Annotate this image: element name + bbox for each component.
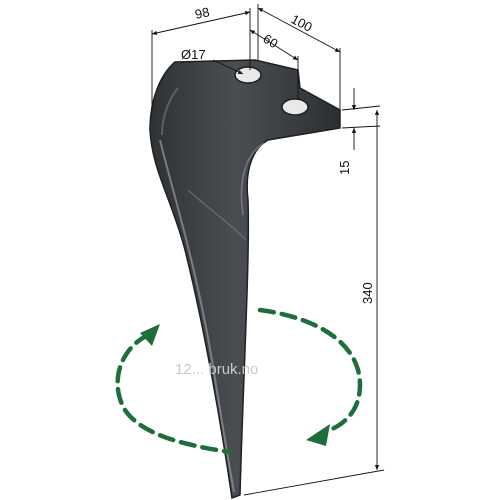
rotation-arrowhead-bottom — [306, 424, 330, 446]
rotation-arrow-right-arc — [257, 307, 363, 435]
tine-blade — [149, 59, 341, 500]
blade-body — [149, 59, 341, 500]
mounting-hole-lower — [281, 98, 309, 116]
mounting-hole-upper — [234, 66, 262, 84]
blade-inner-bevel — [187, 189, 247, 241]
rotation-arrow-left-arc — [115, 332, 233, 455]
blade-top-bevel — [161, 87, 179, 136]
dim-label-340: 340 — [360, 282, 375, 304]
dim-label-15: 15 — [337, 161, 352, 175]
dimension-lines — [151, 4, 385, 496]
dim-label-98: 98 — [194, 4, 211, 22]
dim-label-100: 100 — [289, 11, 315, 34]
dim-label-hole-diameter: Ø17 — [181, 47, 206, 62]
rotation-arrowhead-top — [140, 324, 160, 346]
dim-label-60: 60 — [260, 31, 280, 51]
rotation-arrow — [115, 307, 363, 455]
watermark-text: 12... bruk.no — [175, 361, 258, 378]
blade-shoulder-highlight — [240, 142, 265, 216]
